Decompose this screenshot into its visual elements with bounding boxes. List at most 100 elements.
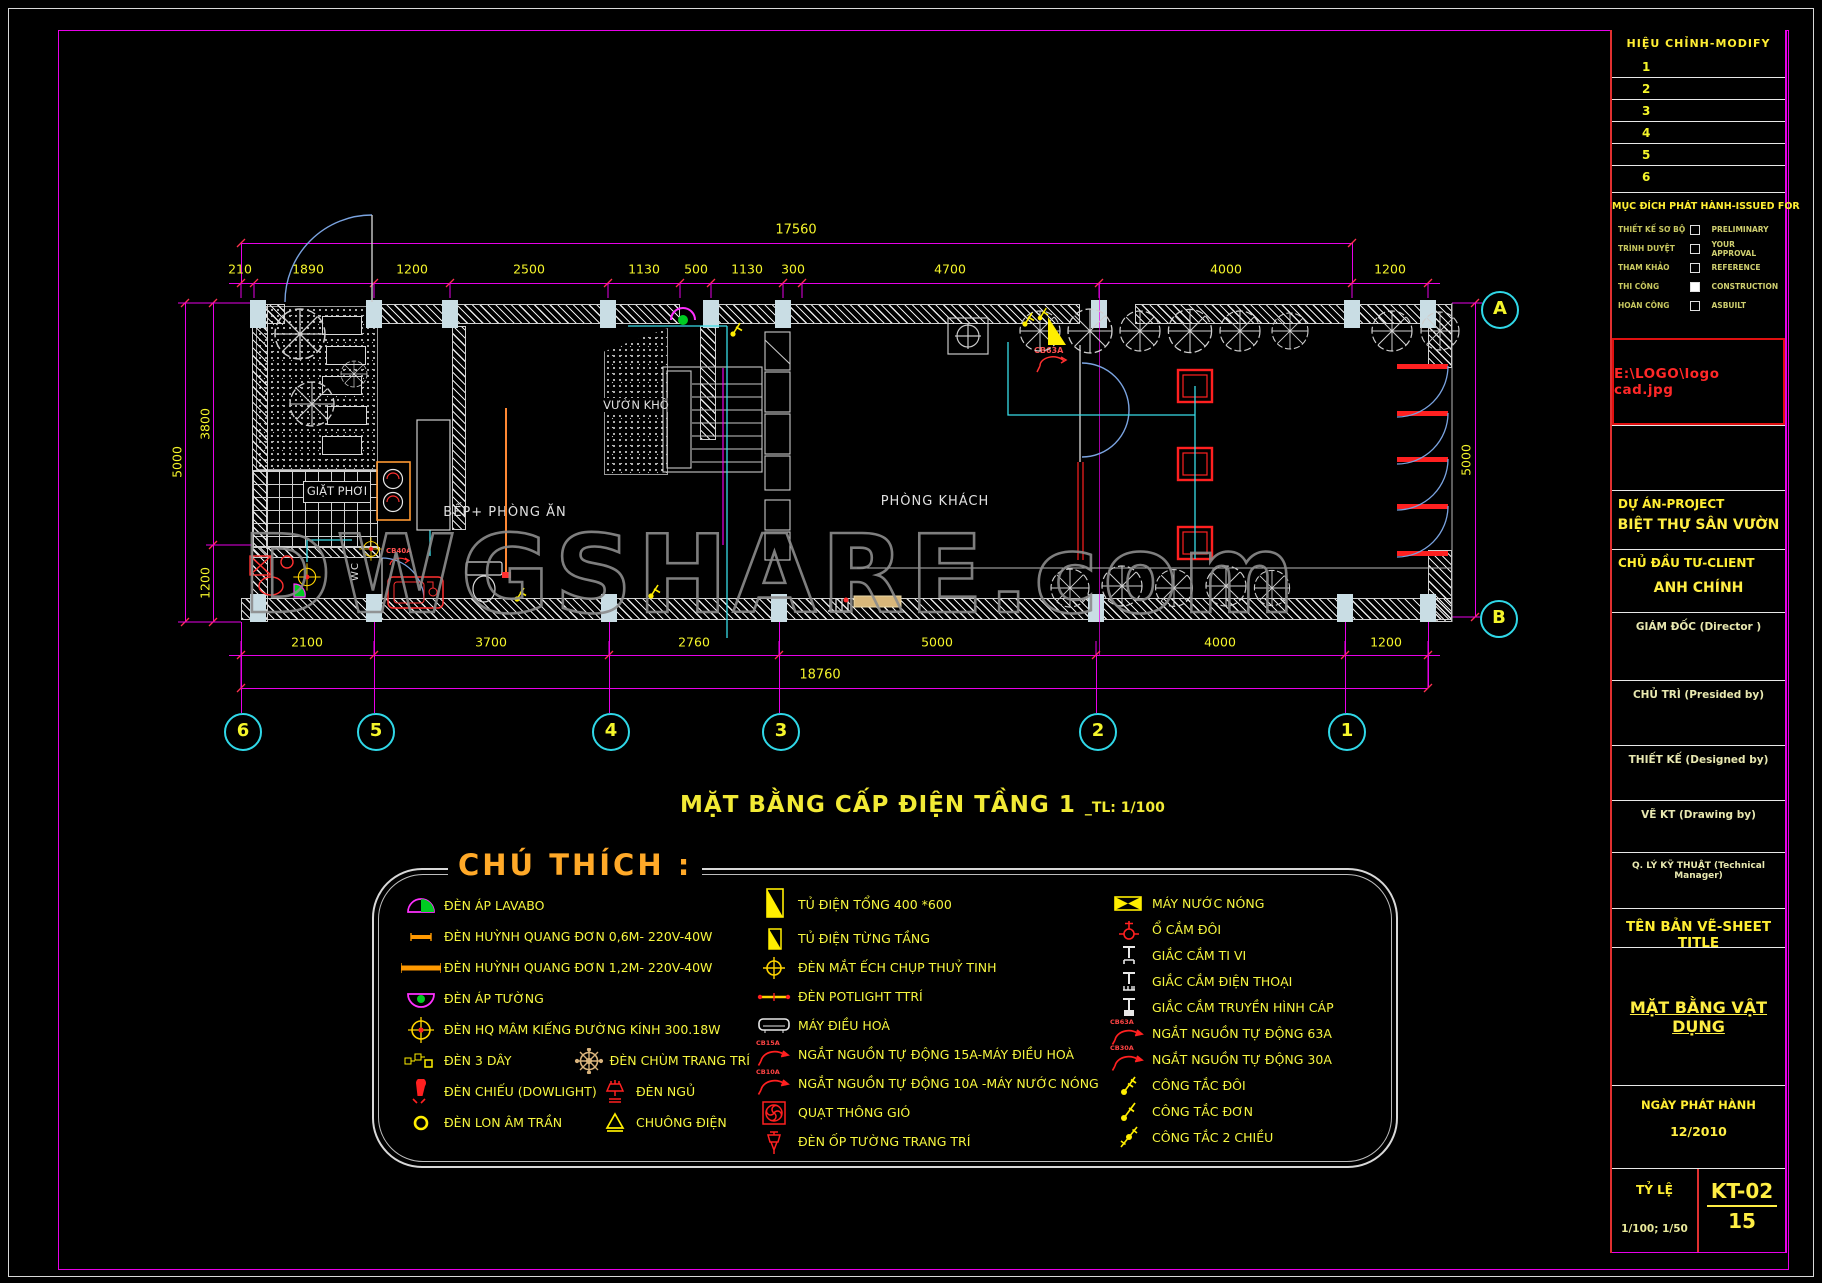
legend-label: ĐÈN HQ MÂM KIẾNG ĐƯỜNG KÍNH 300.18W bbox=[444, 1022, 721, 1037]
legend-box bbox=[372, 868, 1398, 1168]
issued-vi-label: THAM KHẢO bbox=[1618, 263, 1670, 272]
issued-vi-label: TRÌNH DUYỆT bbox=[1618, 244, 1675, 253]
legend-item: Ổ CẮM ĐÔI bbox=[1106, 916, 1388, 942]
dim-line-left-split bbox=[213, 303, 214, 622]
legend-label: ĐÈN ÁP TƯỜNG bbox=[444, 991, 544, 1006]
title-block: HIỆU CHỈNH-MODIFY 1 2 3 4 5 6 MỤC ĐÍCH P… bbox=[1610, 30, 1800, 1253]
column bbox=[775, 300, 791, 328]
legend-label: NGẮT NGUỒN TỰ ĐỘNG 63A bbox=[1152, 1025, 1332, 1041]
breaker-tag: CB30A bbox=[1110, 1044, 1134, 1052]
column bbox=[771, 594, 787, 622]
column bbox=[601, 594, 617, 622]
legend-item: CÔNG TẮC ĐÔI bbox=[1106, 1072, 1388, 1098]
checkbox-icon bbox=[1689, 262, 1700, 273]
issued-en-label: YOUR APPROVAL bbox=[1711, 239, 1757, 258]
grid-bubble-2: 2 bbox=[1067, 701, 1129, 763]
ceiling-light bbox=[358, 536, 384, 562]
dim-label: 1890 bbox=[292, 261, 324, 277]
dim-line-bottom-total bbox=[241, 688, 1428, 689]
grid-bubble-1: 1 bbox=[1316, 701, 1378, 763]
single-switch-icon bbox=[1106, 1098, 1152, 1124]
grid-bubble-B: B bbox=[1468, 588, 1530, 650]
tree-row-top bbox=[1019, 308, 1460, 354]
legend-label: CHUÔNG ĐIỆN bbox=[636, 1115, 727, 1130]
potlight-icon bbox=[752, 984, 798, 1010]
date-label: NGÀY PHÁT HÀNH bbox=[1641, 1098, 1756, 1112]
dim-label: 210 bbox=[228, 261, 252, 277]
breaker-10a-icon: CB10A bbox=[752, 1068, 798, 1097]
bed-lamp-icon bbox=[594, 1078, 636, 1105]
room-label-kitchen: BẾP+ PHÒNG ĂN bbox=[443, 505, 567, 520]
dim-label: 18760 bbox=[799, 667, 841, 683]
dim-line-left-overall bbox=[185, 303, 186, 622]
grid-extension bbox=[374, 622, 375, 713]
garden-trees bbox=[274, 308, 368, 427]
legend-label: CÔNG TẮC ĐƠN bbox=[1152, 1103, 1253, 1119]
breaker-annotation: CB63A bbox=[1034, 346, 1064, 355]
legend-label: ĐÈN ỐP TƯỜNG TRANG TRÍ bbox=[798, 1134, 971, 1149]
dim-label: 17560 bbox=[775, 222, 817, 238]
legend-label: NGẮT NGUỒN TỰ ĐỘNG 30A bbox=[1152, 1051, 1332, 1067]
interior-wall bbox=[252, 547, 380, 558]
switch-symbol bbox=[647, 584, 661, 600]
client-section: CHỦ ĐẦU TƯ-CLIENT ANH CHÍNH bbox=[1612, 549, 1785, 612]
checkbox-checked-icon bbox=[1689, 281, 1700, 292]
interior-wall bbox=[452, 326, 466, 530]
main-panel-icon bbox=[752, 888, 798, 920]
modify-header: HIỆU CHỈNH-MODIFY bbox=[1626, 37, 1771, 50]
dim-line-top-total bbox=[241, 243, 1352, 244]
staircase bbox=[662, 366, 763, 473]
legend-label: MÁY NƯỚC NÓNG bbox=[1152, 895, 1265, 911]
signer-label: GIÁM ĐỐC (Director ) bbox=[1635, 621, 1762, 633]
scale-value: 1/100; 1/50 bbox=[1621, 1223, 1688, 1235]
modify-section: HIỆU CHỈNH-MODIFY 1 2 3 4 5 6 bbox=[1612, 30, 1785, 192]
legend-label: Ổ CẮM ĐÔI bbox=[1152, 921, 1222, 937]
legend-item: ĐÈN HQ MÂM KIẾNG ĐƯỜNG KÍNH 300.18W bbox=[398, 1014, 750, 1045]
two-way-switch-icon bbox=[1106, 1124, 1152, 1150]
issued-row: TRÌNH DUYỆT YOUR APPROVAL bbox=[1612, 239, 1785, 258]
issued-row: THI CÔNG CONSTRUCTION bbox=[1612, 277, 1785, 296]
legend-label: ĐÈN CHÙM TRANG TRÍ bbox=[609, 1053, 750, 1068]
column bbox=[366, 300, 382, 328]
signer-director: GIÁM ĐỐC (Director ) bbox=[1612, 612, 1785, 680]
legend-label: ĐÈN LON ÂM TRẦN bbox=[444, 1115, 563, 1130]
dim-label: 500 bbox=[684, 261, 708, 277]
laundry-rack bbox=[322, 316, 362, 335]
logo-path-text: E:\LOGO\logo cad.jpg bbox=[1614, 365, 1720, 398]
dim-line-right bbox=[1475, 303, 1476, 617]
legend-item: CB63A NGẮT NGUỒN TỰ ĐỘNG 63A bbox=[1106, 1018, 1388, 1046]
grid-extension bbox=[1345, 622, 1346, 713]
legend-label: ĐÈN NGỦ bbox=[636, 1084, 696, 1099]
dim-label: 2500 bbox=[513, 261, 545, 277]
door-bell-icon bbox=[594, 1110, 636, 1136]
issued-row: THAM KHẢO REFERENCE bbox=[1612, 258, 1785, 277]
laundry-rack bbox=[327, 406, 367, 425]
legend-item: ĐÈN ỐP TƯỜNG TRANG TRÍ bbox=[752, 1127, 1108, 1156]
breaker-tag: CB15A bbox=[756, 1038, 780, 1047]
checkbox-icon bbox=[1689, 243, 1700, 254]
wall-light-arc bbox=[670, 307, 696, 321]
grid-bubble-4: 4 bbox=[580, 701, 642, 763]
legend-label: ĐÈN MẮT ẾCH CHỤP THUỶ TINH bbox=[798, 960, 997, 975]
wc-lavabo-light bbox=[293, 583, 306, 598]
project-section: DỰ ÁN-PROJECT BIỆT THỰ SÂN VƯỜN bbox=[1612, 490, 1785, 549]
sheet-inner-border bbox=[58, 30, 1789, 1270]
issued-en-label: REFERENCE bbox=[1711, 263, 1761, 272]
legend-label: ĐÈN 3 DÂY bbox=[444, 1053, 512, 1068]
legend-item: ĐÈN ÁP LAVABO bbox=[398, 890, 750, 921]
dim-label: 4000 bbox=[1210, 261, 1242, 277]
tv-jack-icon bbox=[1106, 943, 1152, 967]
sheet-number-cell: KT-02 15 bbox=[1699, 1169, 1785, 1252]
modify-row: 5 bbox=[1612, 144, 1785, 166]
issued-for-section: MỤC ĐÍCH PHÁT HÀNH-ISSUED FOR THIẾT KẾ S… bbox=[1612, 192, 1800, 338]
signer-label: VẼ KT (Drawing by) bbox=[1641, 809, 1756, 821]
drawing-title-text: MẶT BẰNG CẤP ĐIỆN TẦNG 1 bbox=[680, 792, 1076, 818]
project-value: BIỆT THỰ SÂN VƯỜN bbox=[1617, 517, 1780, 533]
chandelier-icon bbox=[568, 1047, 610, 1074]
stove bbox=[376, 461, 411, 521]
grid-bubble-5: 5 bbox=[345, 701, 407, 763]
legend-header: CHÚ THÍCH : bbox=[448, 848, 703, 882]
dim-label: 4000 bbox=[1204, 634, 1236, 650]
legend-item: ĐÈN POTLIGHT TTRÍ bbox=[752, 982, 1108, 1011]
